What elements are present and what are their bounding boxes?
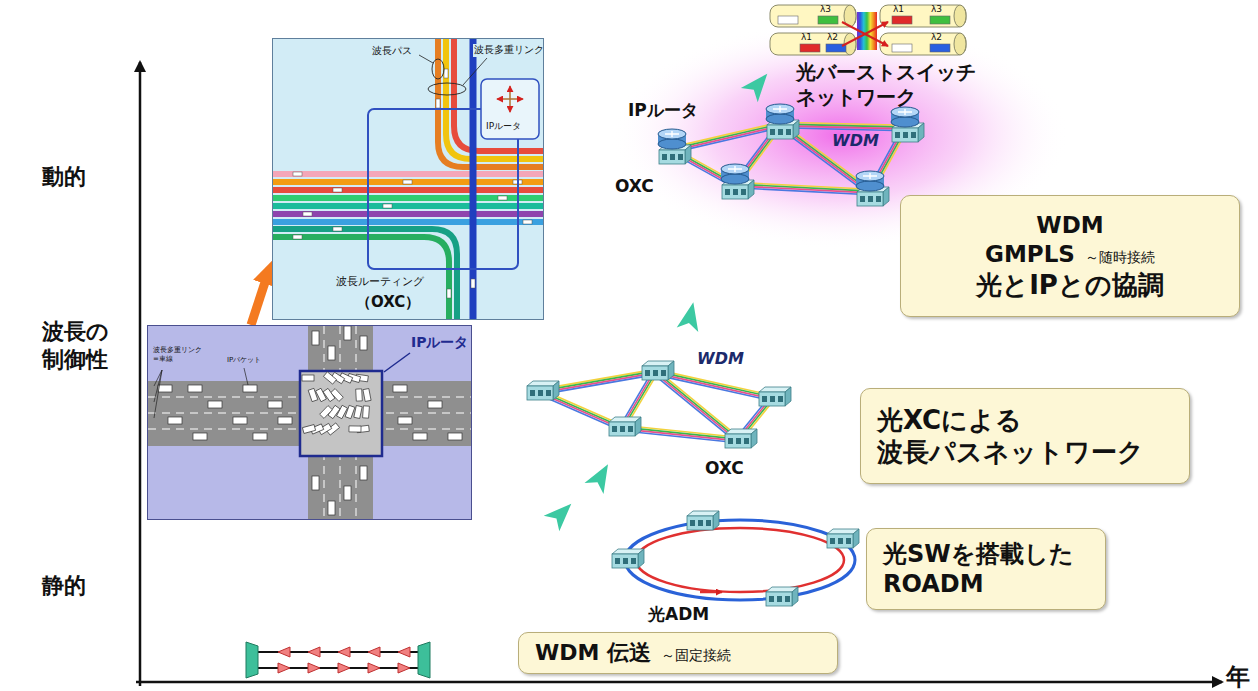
panel-label: IPパケット [226, 356, 262, 365]
box-text: GMPLS [985, 240, 1075, 269]
figure-label: 光バーストスイッチ ネットワーク [796, 60, 992, 110]
wavelength-label: λ3 [820, 4, 831, 15]
transition-arrow [251, 274, 268, 325]
box-text: WDM [917, 211, 1223, 240]
oxc-mesh [527, 361, 791, 448]
stage-box: 光XCによる 波長パスネットワーク [860, 388, 1190, 484]
progress-arrow [741, 67, 776, 103]
panel-label: 波長パス [371, 45, 413, 58]
router-icon [721, 164, 749, 184]
axis-title: 波長の制御性 [42, 318, 115, 373]
wavelength-label: λ2 [931, 32, 942, 43]
panel-label: （OXC） [355, 293, 421, 312]
panel-label: IPルータ [410, 334, 469, 352]
progress-arrow [584, 459, 617, 494]
roadm-ring [612, 511, 859, 606]
ip-oxc-mesh [658, 104, 924, 206]
oxc-icon [759, 387, 791, 406]
device-label: IPルータ [628, 100, 698, 121]
axis-label: 年 [1226, 662, 1250, 691]
link-label: WDM [832, 131, 879, 151]
stage-box: WDMGMPLS ～随時接続光とIPとの協調 [900, 195, 1240, 317]
stage-box: 光SWを搭載した ROADM [866, 528, 1106, 610]
axis-label: 動的 [42, 163, 86, 191]
router-icon [766, 104, 794, 124]
panel-label: 波長多重リンク =車線 [152, 346, 194, 364]
wavelength-label: λ3 [931, 4, 942, 15]
oxc-icon [766, 587, 798, 606]
box-text: ～随時接続 [1085, 249, 1155, 267]
oxc-icon [612, 549, 644, 568]
oxc-icon [642, 361, 674, 380]
router-analogy-panel: IPルータ波長多重リンク =車線 IPパケット [147, 325, 472, 520]
panel-illustration [148, 326, 472, 520]
wavelength-label: λ1 [893, 4, 904, 15]
panel-label: IPルータ [485, 121, 522, 132]
box-text: 光SWを搭載した ROADM [883, 539, 1089, 599]
box-text: 光とIPとの協調 [917, 269, 1223, 302]
oxc-analogy-panel: 波長パス 波長多重リンク IPルータ波長ルーティング （OXC） [272, 38, 544, 320]
wdm-line-figure [246, 642, 430, 678]
box-text: WDM 伝送 [535, 639, 651, 667]
oxc-icon [687, 511, 719, 530]
panel-label: 波長多重リンク [473, 44, 544, 57]
oxc-icon [527, 381, 559, 400]
device-label: 光ADM [648, 604, 709, 625]
panel-label: 波長ルーティング [335, 275, 425, 289]
box-text: 光XCによる 波長パスネットワーク [877, 404, 1173, 469]
wavelength-label: λ2 [827, 32, 838, 43]
burst-switch-figure [770, 5, 966, 55]
wavelength-label: λ1 [801, 32, 812, 43]
router-icon [856, 171, 884, 191]
link-label: WDM [697, 349, 744, 369]
box-text: ～固定接続 [661, 647, 731, 665]
router-icon [658, 129, 686, 149]
oxc-icon [725, 429, 757, 448]
progress-arrow [544, 496, 579, 531]
device-label: OXC [705, 458, 744, 479]
device-label: OXC [615, 176, 654, 197]
router-icon [891, 107, 919, 127]
axis-label: 静的 [42, 572, 86, 600]
oxc-icon [827, 529, 859, 548]
progress-arrow [677, 300, 704, 332]
oxc-icon [609, 417, 641, 436]
stage-box: WDM 伝送 ～固定接続 [518, 632, 838, 674]
